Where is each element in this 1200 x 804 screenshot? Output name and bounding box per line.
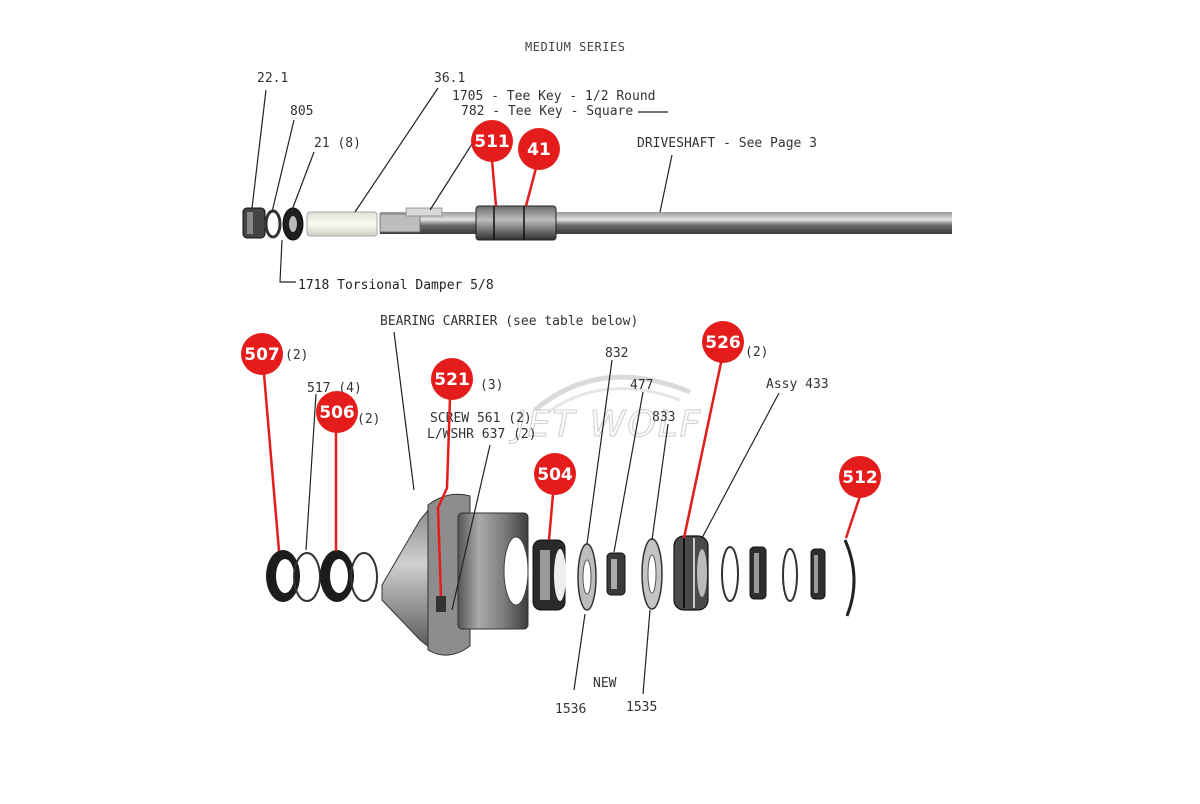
carrier-bore: [503, 536, 529, 606]
label-tee-key-square: 782 - Tee Key - Square: [461, 104, 633, 119]
shaft-end: [379, 213, 421, 233]
o-ring-517-b: [350, 552, 378, 602]
watermark-swoosh: [533, 374, 691, 412]
shaft-leaders: [251, 87, 673, 283]
o-ring-433-b: [782, 548, 798, 602]
svg-text:526: 526: [705, 333, 741, 353]
shaft-red-leaders: [490, 159, 538, 207]
badge-512: 512: [839, 456, 881, 498]
svg-text:511: 511: [474, 132, 510, 152]
badge-506-qty: (2): [357, 412, 380, 427]
label-torsional-damper: 1718 Torsional Damper 5/8: [298, 278, 494, 293]
label-bearing-carrier: BEARING CARRIER (see table below): [380, 314, 638, 329]
bearing-carrier-assembly: [266, 493, 856, 656]
label-assy-433: Assy 433: [766, 377, 829, 392]
torsional-damper-bushing: [306, 211, 378, 237]
badge-507-qty: (2): [285, 348, 308, 363]
label-832: 832: [605, 346, 628, 361]
svg-text:504: 504: [537, 465, 573, 485]
label-477: 477: [630, 378, 653, 393]
badge-506: 506: [316, 391, 358, 433]
label-screw: SCREW 561 (2): [430, 411, 532, 426]
label-new: NEW: [593, 676, 617, 691]
shaft-sleeve: [475, 205, 557, 241]
label-driveshaft: DRIVESHAFT - See Page 3: [637, 136, 817, 151]
label-lwshr: L/WSHR 637 (2): [427, 427, 537, 442]
badge-504: 504: [534, 453, 576, 495]
washer: [264, 209, 282, 239]
badge-511: 511: [471, 120, 513, 162]
carrier-screw-hole: [436, 596, 446, 612]
page-title: MEDIUM SERIES: [525, 40, 625, 54]
watermark-swoosh-inner: [547, 386, 681, 414]
label-36-1: 36.1: [434, 71, 465, 86]
carrier-cone: [381, 506, 431, 650]
badge-526-qty: (2): [745, 345, 768, 360]
badge-507: 507: [241, 333, 283, 375]
label-22-1: 22.1: [257, 71, 288, 86]
tee-key: [405, 207, 443, 217]
label-1536: 1536: [555, 702, 586, 717]
o-ring-517-a: [293, 552, 321, 602]
badge-521-qty: (3): [480, 378, 503, 393]
driveshaft: [380, 212, 952, 234]
o-ring-433-a: [721, 546, 739, 602]
svg-text:512: 512: [842, 468, 878, 488]
svg-text:507: 507: [244, 345, 280, 365]
badge-526: 526: [702, 321, 744, 363]
carrier-red-leaders: [262, 357, 862, 597]
shaft-assembly: [242, 205, 952, 241]
snap-ring-512: [843, 539, 856, 617]
label-1535: 1535: [626, 700, 657, 715]
carrier-leaders: [305, 331, 780, 695]
label-833: 833: [652, 410, 675, 425]
svg-text:521: 521: [434, 370, 470, 390]
label-517: 517 (4): [307, 381, 362, 396]
label-tee-key-round: 1705 - Tee Key - 1/2 Round: [452, 89, 656, 104]
svg-text:506: 506: [319, 403, 355, 423]
badge-41: 41: [518, 128, 560, 170]
badge-521: 521: [431, 358, 473, 400]
nut: [242, 207, 266, 239]
label-805: 805: [290, 104, 313, 119]
svg-text:41: 41: [527, 140, 551, 160]
label-21: 21 (8): [314, 136, 361, 151]
